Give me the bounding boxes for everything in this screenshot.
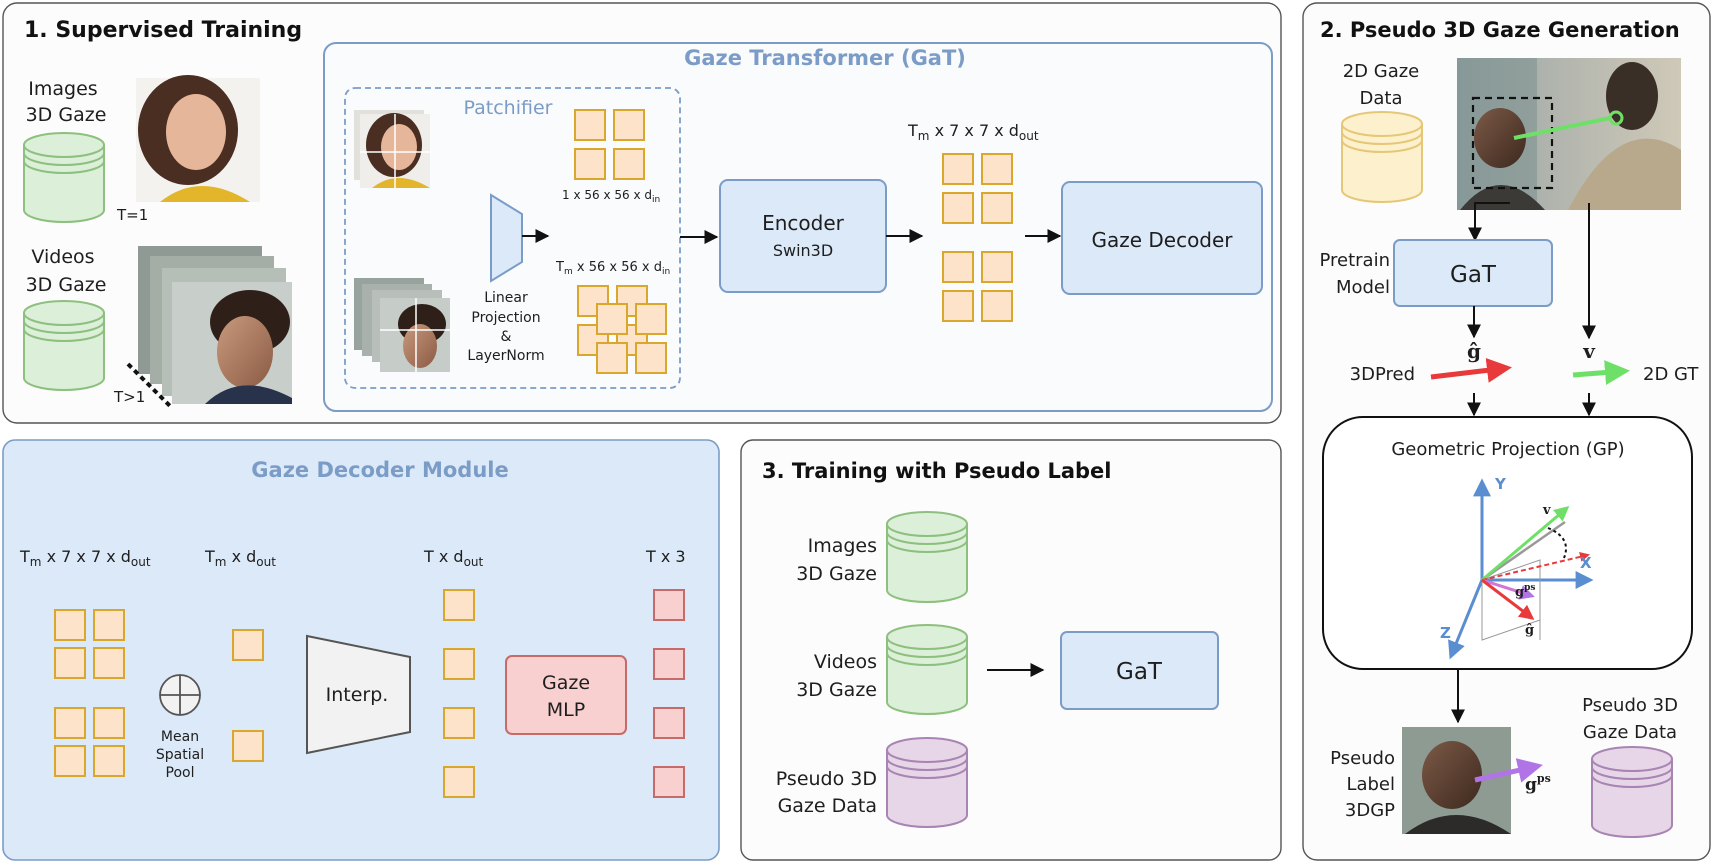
gen-data-label-1: 2D Gaze: [1343, 61, 1420, 82]
interp-block: [306, 634, 411, 755]
arrow-crop-to-gat: [1468, 202, 1510, 242]
decoder-input-tokens: [54, 609, 125, 777]
pt-images-label-2: 3D Gaze: [796, 563, 877, 585]
video-patch-tokens: [577, 285, 667, 374]
encoder-block: [719, 179, 887, 293]
gps-label: gps: [1525, 772, 1551, 795]
patchifier-label: Patchifier: [464, 97, 553, 119]
pt-gat-label: GaT: [1116, 659, 1163, 685]
proj-label-3: &: [501, 329, 512, 345]
proj-label-2: Projection: [471, 310, 540, 326]
time-axis-dashed: [126, 362, 174, 410]
pt-videos-database-icon: [886, 624, 968, 715]
gp-axis-y: Y: [1494, 475, 1507, 493]
pseudo-training-title: 3. Training with Pseudo Label: [762, 459, 1112, 483]
gaze-decoder-block: [1061, 181, 1263, 295]
gp-title: Geometric Projection (GP): [1391, 439, 1624, 460]
images-label-1: Images: [28, 78, 97, 100]
pseudo-gen-title: 2. Pseudo 3D Gaze Generation: [1320, 18, 1680, 42]
decoder-shape-4: T x 3: [645, 547, 686, 566]
g-hat-symbol: ĝ: [1467, 339, 1481, 363]
gp-gps-label: gps: [1515, 583, 1535, 600]
gaze-output-tokens: [653, 589, 685, 798]
panel-pseudo-training: [740, 439, 1282, 861]
images-database-icon: [23, 132, 105, 223]
face-video-stack: [138, 246, 292, 404]
images-label-2: 3D Gaze: [26, 104, 107, 126]
decoder-shape-3: T x dout: [423, 547, 484, 569]
gp-block: [1322, 416, 1693, 670]
video-token-shape: Tm x 56 x 56 x din: [555, 260, 670, 277]
pred-label: 3DPred: [1350, 364, 1415, 385]
supervised-title: 1. Supervised Training: [24, 18, 302, 43]
v-symbol: v: [1582, 339, 1596, 363]
pool-label-1: Mean: [161, 729, 199, 745]
pt-images-label-1: Images: [808, 535, 877, 557]
gt-label: 2D GT: [1643, 364, 1699, 385]
pretrain-gat-label: GaT: [1450, 262, 1497, 288]
encoder-sub-label: Swin3D: [773, 241, 833, 260]
pseudo-label-face-image: [1402, 727, 1511, 834]
sum-circle-icon: [159, 674, 201, 716]
out-data-label-2: Gaze Data: [1583, 722, 1677, 743]
gp-v-label: v: [1542, 503, 1551, 518]
gp-axes-diagram: [1448, 478, 1594, 660]
pl-label-2: Label: [1346, 774, 1395, 795]
pt-videos-label-1: Videos: [814, 651, 877, 673]
pseudo-3d-database-icon: [1591, 746, 1673, 838]
pretrain-label-1: Pretrain: [1319, 250, 1390, 271]
videos-label-1: Videos: [31, 246, 94, 268]
patch-image-woman: [354, 110, 430, 188]
linear-projection-shape: [490, 193, 523, 283]
pt-pseudo-database-icon: [886, 737, 968, 828]
encoder-output-shape: Tm x 7 x 7 x dout: [907, 121, 1039, 143]
pooled-tokens: [232, 629, 264, 762]
interp-label: Interp.: [326, 684, 389, 706]
gp-axis-z: Z: [1440, 624, 1451, 642]
pl-label-3: 3DGP: [1345, 800, 1395, 821]
gaze-mlp-label-1: Gaze: [542, 672, 590, 694]
image-patch-tokens: [574, 109, 645, 180]
gaze-decoder-label: Gaze Decoder: [1091, 228, 1233, 252]
scene-image: [1457, 58, 1681, 210]
pretrain-label-2: Model: [1336, 277, 1390, 298]
encoder-output-tokens: [942, 153, 1013, 322]
videos-database-icon: [23, 300, 105, 391]
t-greater-one: T>1: [113, 388, 145, 406]
pool-label-2: Spatial: [156, 747, 204, 763]
patch-video-stack: [354, 278, 450, 372]
gp-axis-x: X: [1580, 554, 1592, 572]
gps-purple-arrow: [1474, 758, 1543, 783]
gt-green-arrow: [1572, 360, 1630, 385]
decoder-module-title: Gaze Decoder Module: [251, 458, 508, 482]
gp-ghat-label: ĝ: [1525, 623, 1534, 638]
proj-label-4: LayerNorm: [467, 348, 544, 364]
pt-pseudo-label-1: Pseudo 3D: [776, 768, 877, 790]
decoder-shape-1: Tm x 7 x 7 x dout: [19, 547, 151, 569]
t-equals-one: T=1: [116, 206, 148, 224]
face-image-woman: [136, 75, 260, 202]
proj-label-1: Linear: [484, 290, 528, 306]
pt-images-database-icon: [886, 511, 968, 603]
image-token-shape: 1 x 56 x 56 x din: [562, 188, 660, 205]
videos-label-2: 3D Gaze: [26, 274, 107, 296]
gen-2d-database-icon: [1341, 111, 1423, 203]
pt-videos-label-2: 3D Gaze: [796, 679, 877, 701]
decoder-shape-2: Tm x dout: [204, 547, 276, 569]
pt-pseudo-label-2: Gaze Data: [778, 795, 877, 817]
gat-title: Gaze Transformer (GaT): [684, 46, 966, 70]
out-data-label-1: Pseudo 3D: [1582, 695, 1678, 716]
gen-data-label-2: Data: [1360, 88, 1403, 109]
pt-gat-block: [1060, 631, 1219, 710]
pool-label-3: Pool: [166, 765, 195, 781]
pred-red-arrow: [1430, 357, 1512, 383]
gaze-mlp-block: [505, 655, 627, 735]
interp-output-tokens: [443, 589, 475, 798]
encoder-label: Encoder: [762, 211, 845, 235]
pl-label-1: Pseudo: [1330, 748, 1395, 769]
gaze-mlp-label-2: MLP: [547, 699, 585, 721]
